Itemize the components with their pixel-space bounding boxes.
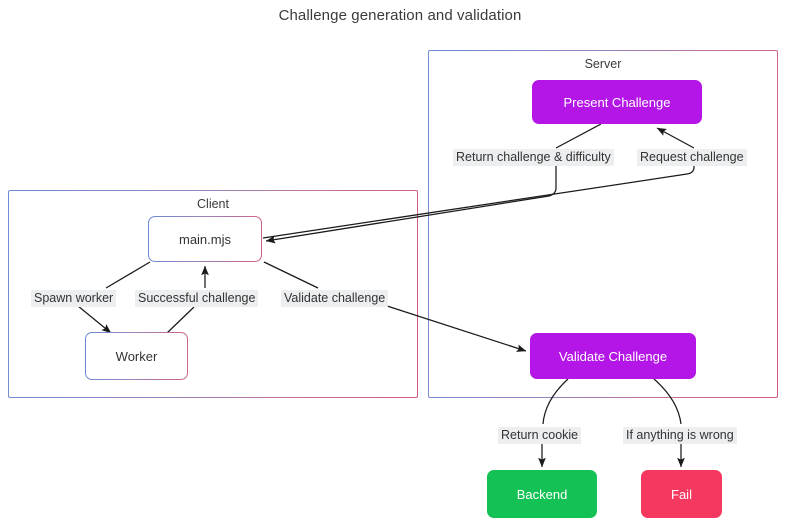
edge-label-return-cookie: Return cookie <box>498 427 582 444</box>
edge-label-successful-challenge: Successful challenge <box>135 290 259 307</box>
edge-label-request-challenge: Request challenge <box>637 149 747 166</box>
edge-label-spawn-worker: Spawn worker <box>31 290 117 307</box>
node-present-challenge[interactable]: Present Challenge <box>532 80 702 124</box>
page-title: Challenge generation and validation <box>278 7 522 24</box>
node-validate-challenge[interactable]: Validate Challenge <box>530 333 696 379</box>
node-backend-label: Backend <box>516 486 568 502</box>
edge-label-return-challenge-and-difficulty: Return challenge & difficulty <box>453 149 614 166</box>
node-worker[interactable]: Worker <box>85 332 188 380</box>
node-validate-challenge-label: Validate Challenge <box>558 348 668 364</box>
node-fail-label: Fail <box>671 486 692 502</box>
node-present-challenge-label: Present Challenge <box>563 94 671 110</box>
container-client-label: Client <box>197 197 229 211</box>
edge-label-if-anything-is-wrong: If anything is wrong <box>623 427 737 444</box>
node-main-mjs-label: main.mjs <box>178 231 231 247</box>
node-backend[interactable]: Backend <box>487 470 597 518</box>
edge-label-validate-challenge: Validate challenge <box>281 290 389 307</box>
node-fail[interactable]: Fail <box>641 470 722 518</box>
container-server-label: Server <box>584 57 622 71</box>
node-worker-label: Worker <box>115 348 158 364</box>
node-main-mjs[interactable]: main.mjs <box>148 216 262 262</box>
